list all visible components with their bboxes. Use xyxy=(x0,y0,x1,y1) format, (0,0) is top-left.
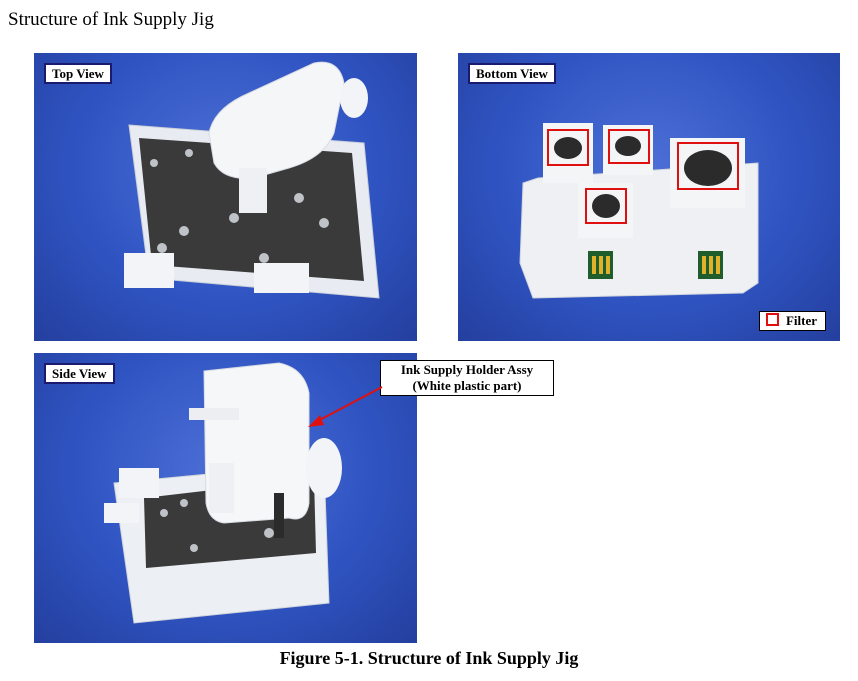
filter-highlight-4 xyxy=(585,188,627,224)
filter-legend-icon xyxy=(765,313,779,326)
callout-arrow xyxy=(308,386,383,427)
side-view-illustration xyxy=(104,362,342,624)
side-view-label: Side View xyxy=(44,363,115,384)
bottom-view-photo: Bottom View Filter xyxy=(458,53,840,341)
figure-caption: Figure 5-1. Structure of Ink Supply Jig xyxy=(279,648,579,668)
filter-legend-label: Filter xyxy=(785,313,817,328)
filter-highlight-3 xyxy=(677,142,739,190)
bottom-view-label: Bottom View xyxy=(468,63,556,84)
top-view-photo: Top View xyxy=(34,53,417,341)
filter-highlight-2 xyxy=(608,129,650,164)
bottom-view-illustration xyxy=(519,123,759,299)
callout-line-1: Ink Supply Holder Assy xyxy=(400,362,534,377)
filter-legend: Filter xyxy=(758,311,826,331)
filter-highlight-1 xyxy=(547,129,589,166)
callout-line-2: (White plastic part) xyxy=(412,378,522,393)
top-view-label: Top View xyxy=(44,63,112,84)
top-view-illustration xyxy=(124,61,380,299)
page-title: Structure of Ink Supply Jig xyxy=(8,9,214,30)
holder-callout: Ink Supply Holder Assy (White plastic pa… xyxy=(380,360,554,396)
